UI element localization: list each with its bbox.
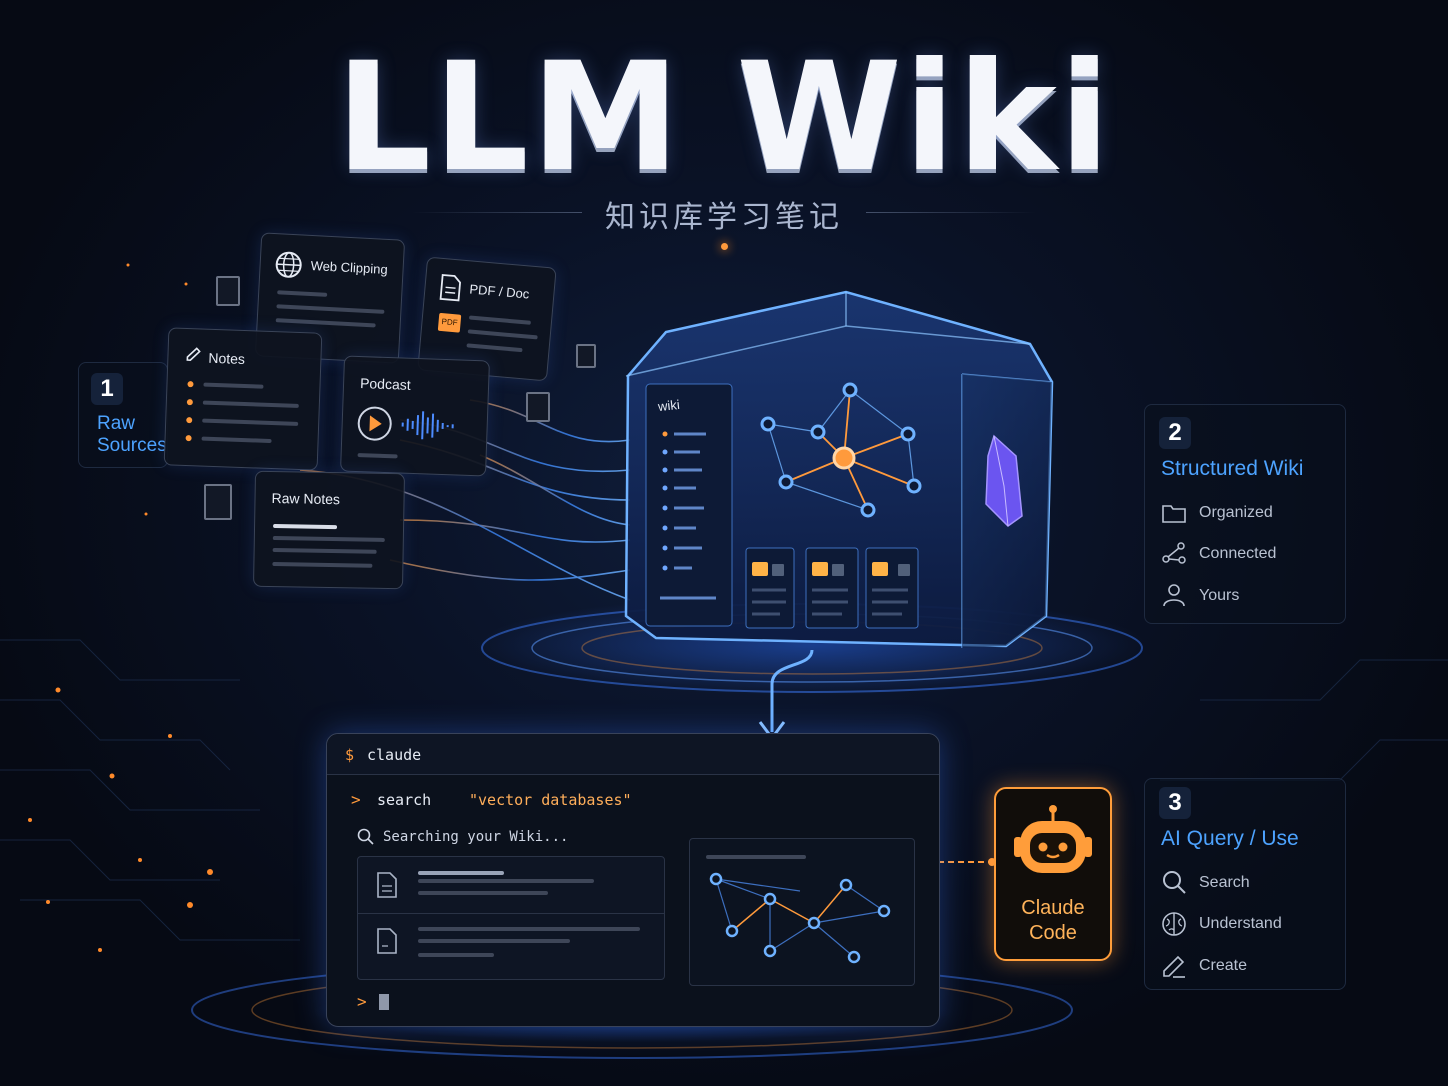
wiki-label: wiki (657, 396, 681, 415)
text-line (202, 400, 299, 408)
card-label: PDF / Doc (468, 281, 530, 302)
bullet (185, 435, 192, 442)
text-line (418, 879, 594, 883)
text-line (467, 329, 538, 340)
title-accent-dot (721, 243, 728, 250)
step-item-connected: Connected (1199, 545, 1277, 562)
text-line (273, 524, 338, 530)
document-icon (377, 872, 397, 898)
notes-card: Notes (163, 327, 323, 471)
text-line (272, 562, 373, 568)
file-icon (576, 344, 596, 368)
claude-code-badge[interactable]: Claude Code (994, 787, 1112, 961)
graph-icon (1162, 542, 1186, 564)
text-line (276, 304, 385, 314)
file-icon (216, 276, 240, 306)
folder-icon (1162, 505, 1186, 523)
step-number: 3 (1159, 787, 1191, 819)
text-line (201, 436, 272, 444)
text-line (418, 891, 548, 895)
text-line (418, 939, 570, 943)
text-line (468, 315, 532, 325)
text-line (275, 318, 376, 328)
podcast-card: Podcast (340, 355, 490, 477)
text-line (277, 290, 328, 297)
results-list (357, 856, 665, 980)
text-line (466, 343, 523, 353)
user-icon (1163, 584, 1185, 607)
step-item-search: Search (1199, 874, 1250, 891)
text-line (272, 548, 377, 554)
card-label: Raw Notes (271, 489, 341, 508)
search-status: Searching your Wiki... (383, 829, 569, 845)
raw-notes-card: Raw Notes (252, 470, 406, 590)
text-line (357, 453, 398, 459)
document-icon (439, 273, 462, 302)
text-line (202, 418, 299, 426)
pdf-doc-card: PDF / Doc PDF (417, 256, 557, 382)
step-title: AI Query / Use (1161, 827, 1299, 850)
step-item-create: Create (1199, 957, 1248, 974)
step-number: 1 (91, 373, 123, 405)
terminal-window[interactable]: $ claude > search "vector databases" Sea… (326, 733, 940, 1027)
list-item[interactable] (358, 857, 664, 914)
subtitle: 知识库学习笔记 (605, 201, 843, 234)
text-line (418, 871, 504, 875)
text-line (418, 953, 494, 957)
input-query: "vector databases" (469, 791, 632, 809)
globe-icon (275, 251, 302, 278)
robot-label-line1: Claude (1021, 897, 1085, 919)
network-graph-icon (709, 872, 891, 964)
terminal-command: claude (367, 746, 422, 764)
play-icon (357, 406, 454, 441)
subtitle-divider-left (412, 212, 582, 213)
bullet (186, 399, 193, 406)
graph-preview (689, 838, 915, 986)
pdf-badge: PDF (437, 312, 462, 333)
robot-icon (1014, 805, 1092, 873)
pencil-icon (186, 347, 201, 361)
list-item[interactable] (358, 915, 664, 977)
text-line (272, 536, 385, 542)
step-item-understand: Understand (1199, 915, 1282, 932)
text-line (203, 382, 264, 389)
step-item-yours: Yours (1199, 587, 1240, 604)
file-icon (204, 484, 232, 520)
edit-icon (1163, 955, 1185, 978)
card-label: Podcast (359, 375, 411, 393)
prompt-symbol: $ (345, 746, 355, 764)
page-title: LLM Wiki (335, 31, 1113, 205)
step-raw-sources: 1 Raw Sources (78, 362, 168, 468)
bullet (186, 417, 193, 424)
step-item-organized: Organized (1199, 504, 1273, 521)
terminal-header: $ claude (327, 734, 939, 775)
input-prompt: > (351, 790, 361, 809)
step-title-line2: Sources (97, 435, 167, 456)
card-label: Web Clipping (310, 257, 389, 277)
step-title-line1: Raw (97, 413, 136, 434)
document-icon (377, 928, 397, 954)
search-icon (1163, 871, 1186, 894)
step-structured-wiki: 2 Structured Wiki Organized Connected Yo… (1144, 404, 1346, 624)
file-icon (526, 392, 550, 422)
step-number: 2 (1159, 417, 1191, 449)
step-title: Structured Wiki (1161, 457, 1304, 480)
step-ai-query: 3 AI Query / Use Search Understand Creat… (1144, 778, 1346, 990)
web-clipping-card: Web Clipping (254, 232, 406, 364)
text-line (418, 927, 640, 931)
cursor-prompt: > (357, 992, 367, 1011)
card-label: Notes (208, 349, 246, 368)
brain-icon (1162, 912, 1186, 936)
text-cursor[interactable] (379, 994, 389, 1010)
robot-label-line2: Code (1029, 922, 1077, 944)
wiki-crystal-box (624, 290, 1054, 648)
text-line (706, 855, 806, 859)
input-command: search (377, 791, 432, 809)
search-icon (357, 828, 374, 845)
bullet (187, 381, 194, 388)
